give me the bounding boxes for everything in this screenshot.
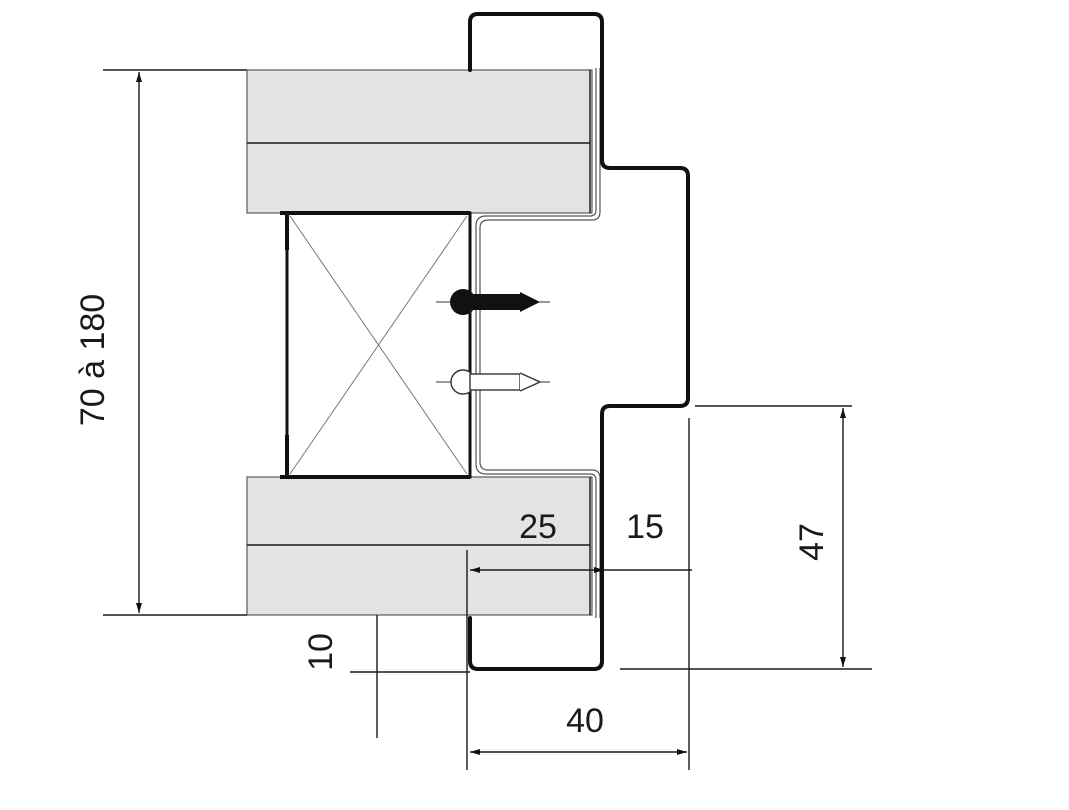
stud-cross-icon xyxy=(280,211,472,479)
upper-wall-panel xyxy=(246,69,593,214)
dimension-depth: 47 xyxy=(620,405,872,670)
dimension-margin: 10 xyxy=(302,615,470,738)
dimension-label-overlap: 25 xyxy=(519,508,557,546)
dimension-overlap: 25 15 xyxy=(466,418,692,770)
dimension-label-frame: 40 xyxy=(566,702,604,740)
dimension-frame: 40 xyxy=(470,702,687,755)
lower-wall-panel xyxy=(246,476,593,616)
dimension-label-margin: 10 xyxy=(302,633,340,671)
metal-frame-profile xyxy=(468,12,690,671)
screw-outline-icon xyxy=(436,369,550,395)
dimension-label-total-width: 70 à 180 xyxy=(74,294,112,426)
dimension-total-width: 70 à 180 xyxy=(74,69,247,616)
inner-plate xyxy=(475,68,601,618)
dimension-label-depth: 47 xyxy=(793,523,831,561)
dimension-label-offset: 15 xyxy=(626,508,664,546)
screw-icon xyxy=(436,289,550,315)
